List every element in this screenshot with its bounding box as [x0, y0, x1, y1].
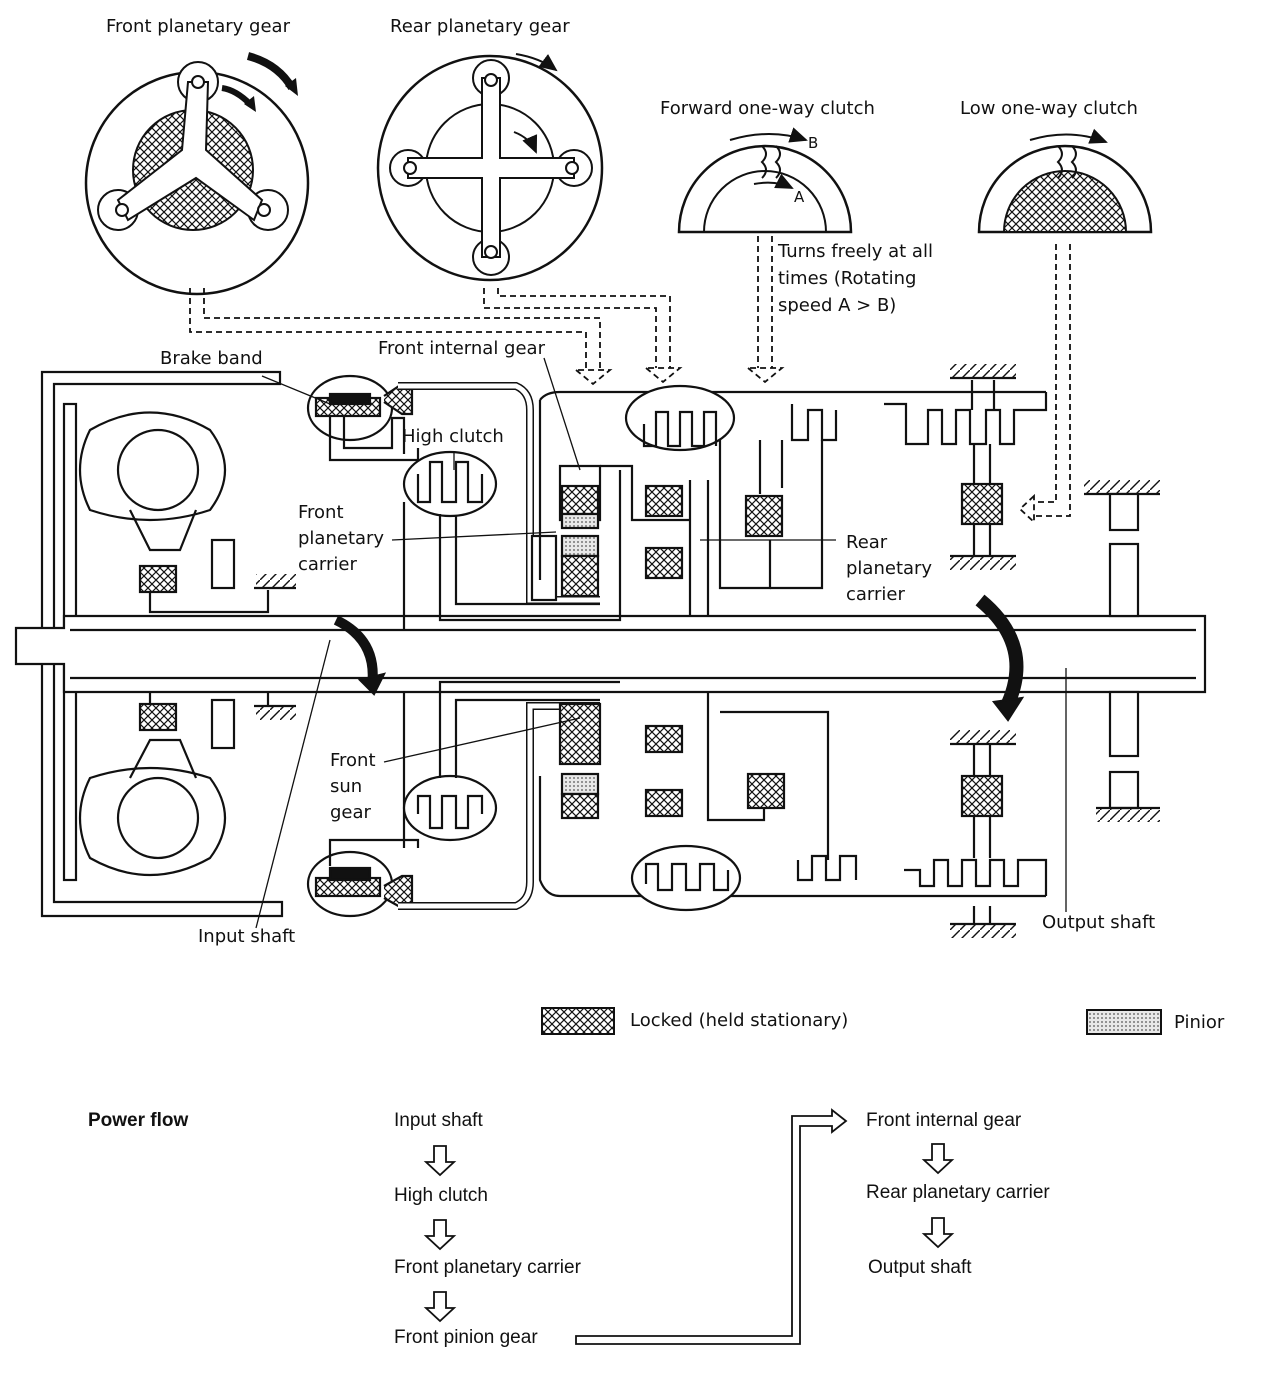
power-flow-step: Output shaft	[868, 1257, 972, 1278]
transmission-upper	[306, 364, 1048, 630]
front-sun-gear-label: Front sun gear	[330, 750, 376, 823]
down-arrow-icon	[423, 1219, 457, 1251]
down-arrow-icon	[921, 1217, 955, 1249]
legend-locked-swatch	[541, 1007, 615, 1035]
high-clutch-label: High clutch	[402, 426, 504, 447]
marker-b-label: B	[808, 134, 819, 152]
leader-lines	[255, 357, 1067, 929]
power-flow-step: Front planetary carrier	[394, 1257, 581, 1278]
output-shaft-label: Output shaft	[1042, 912, 1156, 933]
rear-planetary-gear-label: Rear planetary gear	[390, 16, 570, 37]
low-one-way-clutch-label: Low one-way clutch	[960, 98, 1138, 119]
power-flow-step: Front pinion gear	[394, 1327, 538, 1348]
brake-band-label: Brake band	[160, 348, 263, 369]
power-flow-step: Input shaft	[394, 1110, 483, 1131]
forward-one-way-clutch-label: Forward one-way clutch	[660, 98, 875, 119]
forward-one-way-clutch-icon	[677, 127, 853, 234]
main-shaft	[14, 594, 1207, 722]
front-planetary-gear-icon	[84, 52, 310, 296]
transmission-lower	[306, 680, 1048, 938]
power-flow-title: Power flow	[88, 1110, 189, 1131]
turns-freely-note: Turns freely at all times (Rotating spee…	[778, 241, 933, 316]
dashed-connectors	[189, 236, 1071, 525]
legend	[541, 1007, 1162, 1035]
power-flow-arrows	[423, 1108, 955, 1345]
legend-pinion-label: Pinior	[1174, 1012, 1225, 1033]
legend-locked-label: Locked (held stationary)	[630, 1010, 849, 1031]
power-flow-step: Front internal gear	[866, 1110, 1022, 1131]
marker-a-label: A	[794, 188, 805, 206]
connector-arrow-icon	[575, 1108, 848, 1345]
down-arrow-icon	[423, 1145, 457, 1177]
low-one-way-clutch-icon	[977, 128, 1153, 234]
power-flow-step: Rear planetary carrier	[866, 1182, 1050, 1203]
output-gear	[1084, 480, 1160, 822]
front-planetary-carrier-label: Front planetary carrier	[298, 502, 385, 575]
legend-pinion-swatch	[1086, 1009, 1162, 1035]
input-shaft-label: Input shaft	[198, 926, 296, 947]
front-internal-gear-label: Front internal gear	[378, 338, 545, 359]
down-arrow-icon	[921, 1143, 955, 1175]
down-arrow-icon	[423, 1291, 457, 1323]
power-flow-step: High clutch	[394, 1185, 488, 1206]
rear-planetary-gear-icon	[376, 53, 604, 282]
front-planetary-gear-label: Front planetary gear	[106, 16, 290, 37]
rear-planetary-carrier-label: Rear planetary carrier	[846, 532, 933, 605]
